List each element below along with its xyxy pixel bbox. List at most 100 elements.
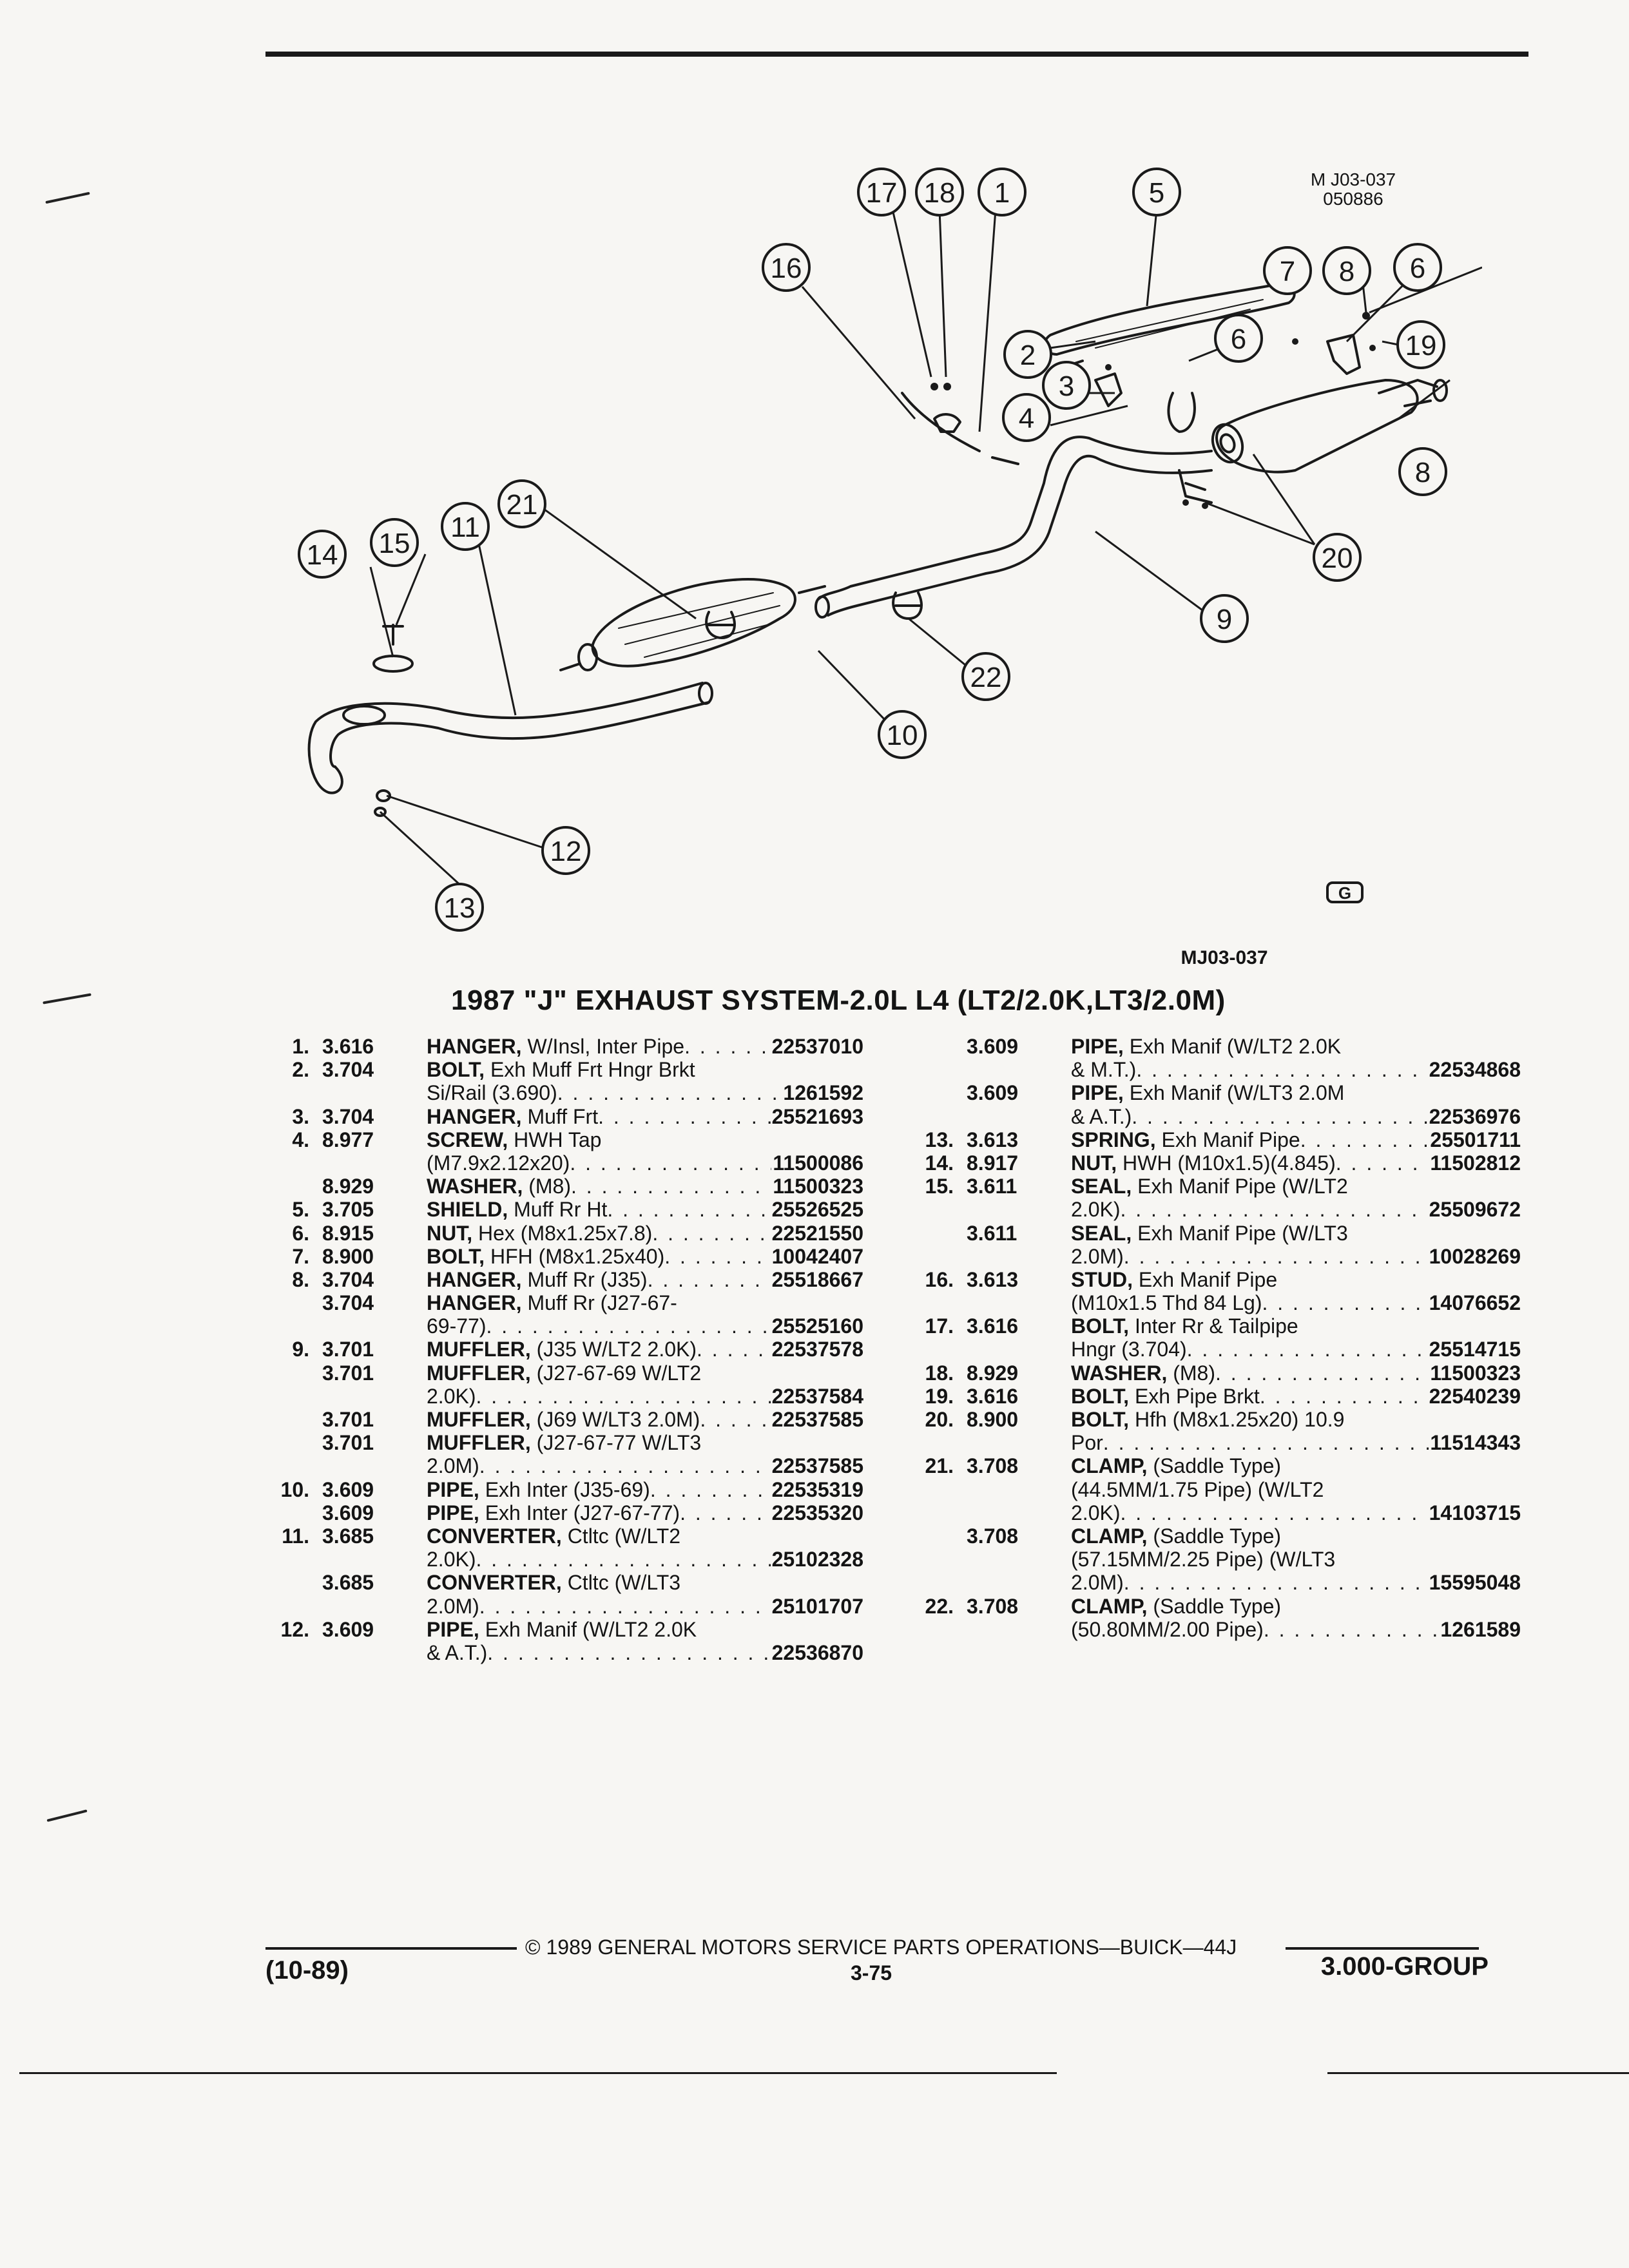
part-description: BOLT, HFH (M8x1.25x40)10042407 <box>427 1245 863 1268</box>
part-number: 11500323 <box>1430 1361 1521 1385</box>
group-number: 3.704 <box>322 1104 374 1128</box>
part-number: 22537584 <box>771 1384 863 1408</box>
part-description: Hngr (3.704)25514715 <box>1071 1338 1521 1361</box>
part-detail: (J27-67-69 W/LT2 <box>530 1361 702 1385</box>
item-number: 2. <box>292 1058 309 1082</box>
dot-leader <box>1215 1361 1429 1385</box>
svg-text:13: 13 <box>444 892 476 924</box>
dot-leader <box>476 1548 770 1571</box>
part-description: (57.15MM/2.25 Pipe) (W/LT3 <box>1071 1548 1521 1571</box>
part-name: PIPE, <box>1071 1035 1124 1058</box>
part-description: PIPE, Exh Manif (W/LT2 2.0K <box>1071 1035 1521 1058</box>
group-number: 3.616 <box>967 1384 1019 1408</box>
dot-leader <box>1124 1571 1428 1594</box>
part-number: 25514715 <box>1429 1338 1521 1361</box>
item-number: 9. <box>292 1338 309 1361</box>
part-description: PIPE, Exh Inter (J27-67-77)22535320 <box>427 1501 863 1524</box>
svg-text:9: 9 <box>1217 604 1232 635</box>
group-number: 3.613 <box>967 1128 1019 1151</box>
item-number: 14. <box>925 1151 954 1175</box>
svg-text:12: 12 <box>550 836 582 867</box>
dot-leader <box>1300 1128 1429 1151</box>
parts-row: & A.T.)22536976 <box>902 1105 1521 1128</box>
svg-text:22: 22 <box>970 662 1002 693</box>
parts-row: 2.0K)22537584 <box>258 1385 863 1408</box>
group-number: 3.708 <box>967 1454 1019 1478</box>
part-description: 2.0K)22537584 <box>427 1385 863 1408</box>
item-number: 16. <box>925 1267 954 1291</box>
part-detail: Hfh (M8x1.25x20) 10.9 <box>1129 1408 1345 1431</box>
part-detail: Exh Manif (W/LT2 2.0K <box>479 1617 697 1641</box>
svg-text:7: 7 <box>1280 256 1295 287</box>
svg-text:6: 6 <box>1410 253 1425 284</box>
parts-row: 2.0M)22537585 <box>258 1454 863 1477</box>
parts-row: 2.0K)25509672 <box>902 1198 1521 1221</box>
parts-row: (57.15MM/2.25 Pipe) (W/LT3 <box>902 1548 1521 1571</box>
dot-leader <box>570 1151 771 1175</box>
group-number: 3.708 <box>967 1594 1019 1618</box>
parts-row: 2.0M)10028269 <box>902 1245 1521 1268</box>
dot-leader <box>598 1105 771 1128</box>
svg-text:8: 8 <box>1415 457 1431 488</box>
part-description: MUFFLER, (J35 W/LT2 2.0K)22537578 <box>427 1338 863 1361</box>
part-name: MUFFLER, <box>427 1361 531 1385</box>
callout-17: 16 <box>762 243 811 292</box>
svg-text:18: 18 <box>924 177 956 209</box>
group-number: 8.900 <box>967 1408 1019 1431</box>
part-description: CONVERTER, Ctltc (W/LT3 <box>427 1571 863 1594</box>
item-number: 17. <box>925 1314 954 1338</box>
part-name: CONVERTER, <box>427 1524 562 1548</box>
dot-leader <box>664 1245 770 1268</box>
group-number: 3.701 <box>322 1408 374 1431</box>
svg-text:10: 10 <box>887 720 918 751</box>
parts-row: (M7.9x2.12x20)11500086 <box>258 1151 863 1175</box>
item-number: 7. <box>292 1244 309 1268</box>
item-number: 13. <box>925 1128 954 1151</box>
svg-text:2: 2 <box>1020 340 1036 371</box>
callout-14: 13 <box>435 883 484 932</box>
part-description: BOLT, Exh Muff Frt Hngr Brkt <box>427 1058 863 1081</box>
part-description: & A.T.)22536976 <box>1071 1105 1521 1128</box>
dot-leader <box>1103 1431 1429 1454</box>
dot-leader <box>652 1222 770 1245</box>
part-description: MUFFLER, (J69 W/LT3 2.0M)22537585 <box>427 1408 863 1431</box>
dot-leader <box>1124 1245 1428 1268</box>
part-number: 25518667 <box>771 1267 863 1291</box>
group-number: 3.704 <box>322 1058 374 1082</box>
group-number: 3.708 <box>967 1524 1019 1548</box>
dot-leader <box>1260 1385 1428 1408</box>
parts-row: Si/Rail (3.690)1261592 <box>258 1081 863 1104</box>
part-name: SEAL, <box>1071 1175 1132 1198</box>
part-description: CLAMP, (Saddle Type) <box>1071 1454 1521 1477</box>
callout-7: 7 <box>1263 246 1312 295</box>
top-rule <box>265 52 1528 57</box>
part-detail: (50.80MM/2.00 Pipe) <box>1071 1617 1264 1641</box>
part-detail: (J27-67-77 W/LT3 <box>530 1431 702 1455</box>
figure-id-bottom: MJ03-037 <box>1181 947 1268 968</box>
part-detail: Exh Pipe Brkt <box>1129 1384 1260 1408</box>
revision-date: (10-89) <box>265 1956 349 1984</box>
group-number: 3.609 <box>322 1477 374 1501</box>
item-number: 10. <box>280 1477 309 1501</box>
part-description: WASHER, (M8)11500323 <box>1071 1361 1521 1385</box>
part-detail: Si/Rail (3.690) <box>427 1081 557 1105</box>
part-detail: & A.T.) <box>427 1640 488 1664</box>
part-name: NUT, <box>427 1221 473 1245</box>
group-number: 3.701 <box>322 1361 374 1385</box>
svg-text:1: 1 <box>994 177 1010 209</box>
group-number: 3.609 <box>322 1617 374 1641</box>
callout-2: 2 <box>1003 330 1052 379</box>
group-number: 3.609 <box>322 1501 374 1524</box>
svg-text:15: 15 <box>379 528 410 559</box>
part-detail: 2.0K) <box>1071 1501 1121 1524</box>
